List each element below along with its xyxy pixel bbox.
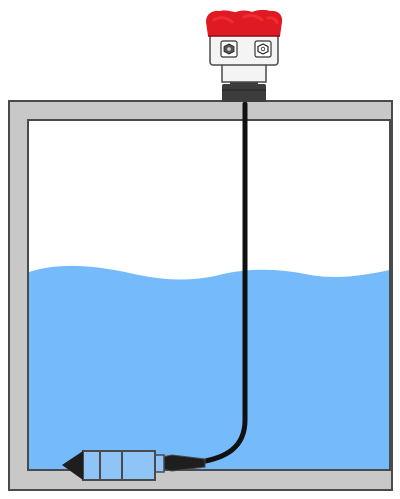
level-transmitter-head-icon bbox=[206, 9, 283, 83]
water-body bbox=[29, 265, 390, 469]
tank-inner-outline bbox=[27, 119, 391, 471]
sensor-cable bbox=[197, 101, 248, 465]
process-fitting bbox=[222, 80, 266, 102]
sensor-cap bbox=[206, 9, 283, 36]
hex-screw-icon bbox=[220, 40, 238, 58]
probe-nose bbox=[62, 451, 83, 480]
submersible-pressure-probe-icon bbox=[62, 450, 206, 481]
hex-screw-icon bbox=[254, 40, 272, 58]
probe-collar bbox=[154, 454, 165, 473]
probe-body bbox=[82, 450, 156, 481]
